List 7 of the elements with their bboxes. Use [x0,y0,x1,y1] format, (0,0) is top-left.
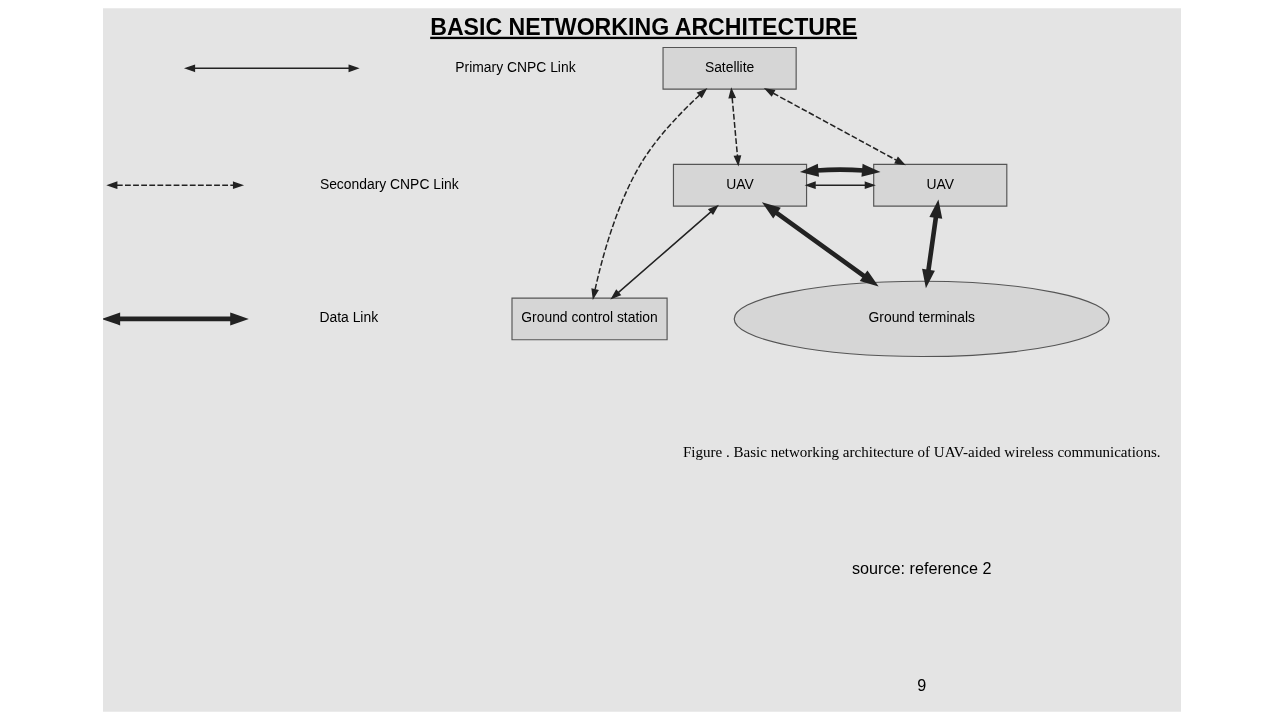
caption: Figure . Basic networking architecture of UAV-aided wireless communications. [682,443,1161,460]
legend-label: Data Link [319,309,379,326]
legend-label: Primary CNPC Link [455,58,576,75]
label: source: reference 2 [852,558,992,577]
legend-label: Secondary CNPC Link [319,175,459,192]
label: 9 [917,675,927,694]
diagram-title: BASIC NETWORKING ARCHITECTURE [430,13,858,40]
